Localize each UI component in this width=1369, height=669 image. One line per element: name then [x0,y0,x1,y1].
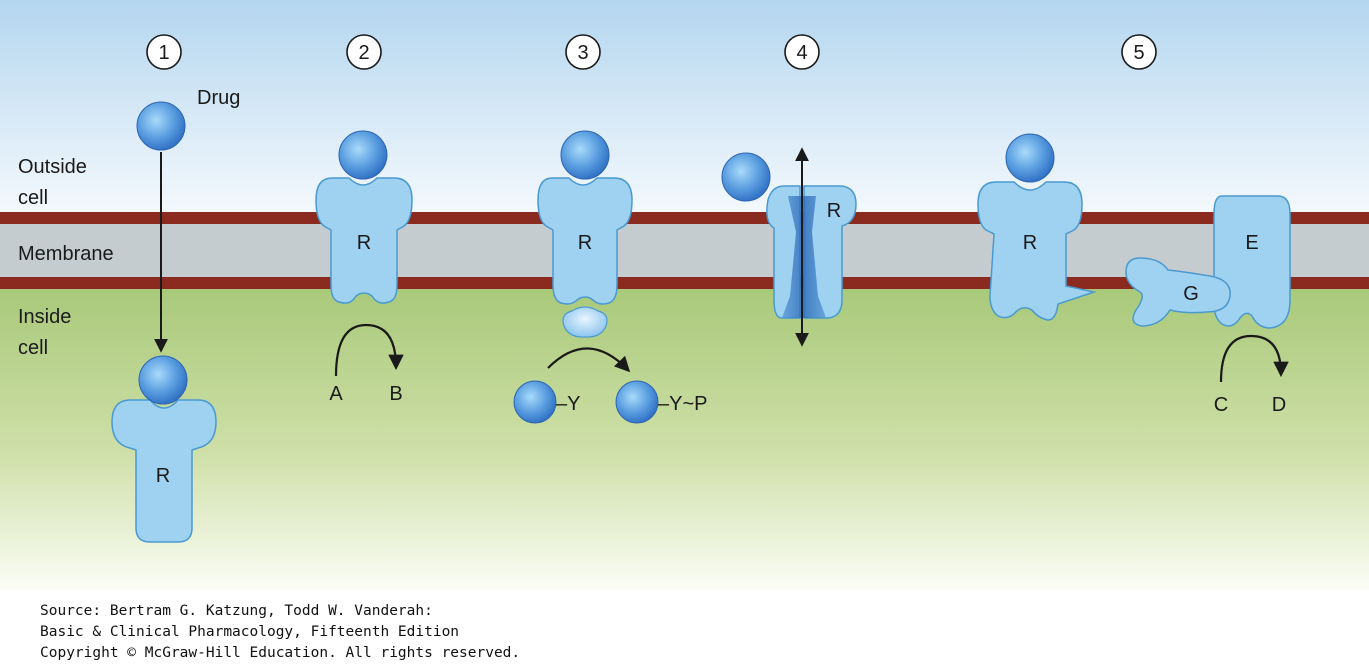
drug-molecule [136,101,186,151]
gpcr-receptor [977,181,1097,321]
drug-molecule-bound [138,355,188,405]
product-label: B [389,383,402,405]
receptor-label: R [578,232,592,254]
mechanism-1-number: 1 [146,34,182,70]
outside-cell-label: Outside [18,156,87,178]
mechanism-4-number: 4 [784,34,820,70]
source-citation: Source: Bertram G. Katzung, Todd W. Vand… [40,601,1340,664]
mechanism-3-number: 3 [565,34,601,70]
intracellular-receptor [111,399,217,543]
source-line-book: Basic & Clinical Pharmacology, Fifteenth… [40,624,460,640]
ion-channel-right-half [803,185,857,319]
membrane-label: Membrane [18,243,114,265]
g-protein-label: G [1183,283,1199,305]
effector-reaction-arrow [1219,334,1289,383]
phosphorylated-molecule [615,380,659,424]
inside-cell-label: Inside [18,306,71,328]
receptor-label: R [357,232,371,254]
mechanism-5: R E G C D [977,133,1291,416]
substrate-label: C [1214,394,1228,416]
receptor-label: R [827,200,841,222]
drug-label: Drug [197,87,240,109]
product-label: –Y~P [658,393,707,415]
mechanism-4: R [721,147,857,347]
receptor-label: R [156,465,170,487]
receptor-kinase-linked [537,177,633,305]
reaction-arrow [334,323,404,377]
effector-enzyme [1213,195,1291,329]
membrane-outer-line [0,212,1369,224]
inside-cell-region [0,288,1369,590]
outside-cell-label-line2: cell [18,187,48,209]
source-line-copyright: Copyright © McGraw-Hill Education. All r… [40,645,521,661]
drug-receptor-diagram: Outside cell Membrane Inside cell 1 2 3 … [0,0,1369,590]
receptor-enzyme [315,177,413,304]
drug-molecule [1005,133,1055,183]
mechanism-2: R A B [315,130,413,405]
drug-molecule [721,152,771,202]
svg-text:2: 2 [358,42,369,64]
substrate-label: –Y [556,393,580,415]
substrate-molecule [513,380,557,424]
inside-cell-label-line2: cell [18,337,48,359]
effector-label: E [1245,232,1258,254]
svg-text:4: 4 [796,42,807,64]
mechanism-3: R –Y –Y~P [513,130,707,424]
source-line-authors: Source: Bertram G. Katzung, Todd W. Vand… [40,603,433,619]
drug-molecule [560,130,610,180]
kinase-adapter [562,306,608,338]
g-protein [1125,257,1231,327]
mechanism-1: Drug R [111,87,240,543]
svg-text:1: 1 [158,42,169,64]
drug-molecule [338,130,388,180]
substrate-label: A [329,383,343,405]
phosphorylation-arrow [547,347,631,373]
receptor-label: R [1023,232,1037,254]
mechanism-5-number: 5 [1121,34,1157,70]
svg-text:3: 3 [577,42,588,64]
svg-text:5: 5 [1133,42,1144,64]
mechanism-2-number: 2 [346,34,382,70]
product-label: D [1272,394,1286,416]
